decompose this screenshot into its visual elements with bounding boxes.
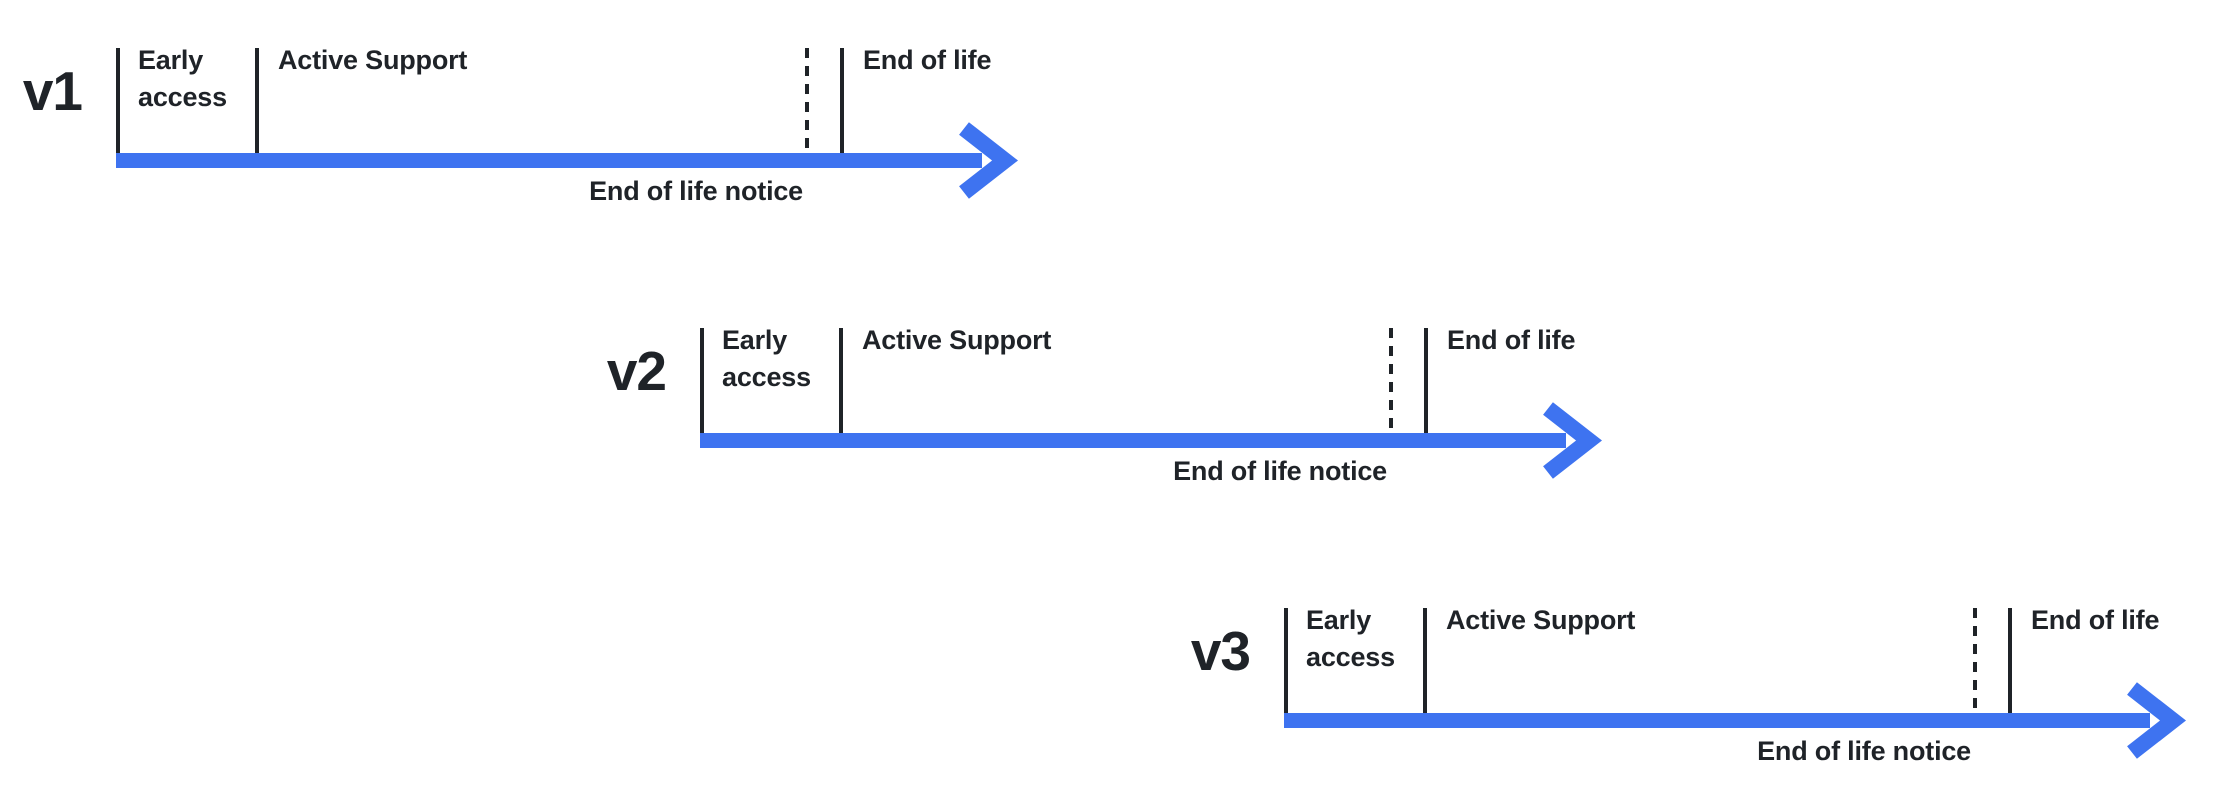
timeline-v1: v1 Early access Active Support End of li… [23,45,1058,218]
timeline-arrow-shaft [1284,713,2150,728]
timeline-graphic [700,328,1603,479]
early-access-label: Early access [722,325,811,392]
timeline-arrow-head [2127,682,2187,759]
end-of-life-label: End of life [863,45,992,75]
timeline-arrow-head [959,122,1019,199]
active-support-label: Active Support [278,45,468,75]
version-label: v2 [606,340,667,402]
version-label: v3 [1190,620,1251,682]
early-access-label: Early access [138,45,227,112]
version-label: v1 [22,60,83,122]
active-support-label: Active Support [1446,605,1636,635]
timeline-v2: v2 Early access Active Support End of li… [607,325,1642,498]
end-of-life-notice-label: End of life notice [1173,456,1387,486]
early-access-label: Early access [1306,605,1395,672]
end-of-life-notice-label: End of life notice [1757,736,1971,766]
active-support-label: Active Support [862,325,1052,355]
timeline-v3: v3 Early access Active Support End of li… [1191,605,2226,778]
timeline-arrow-shaft [116,153,982,168]
end-of-life-notice-label: End of life notice [589,176,803,206]
timeline-arrow-head [1543,402,1603,479]
timeline-arrow-shaft [700,433,1566,448]
timeline-graphic [116,48,1019,199]
end-of-life-label: End of life [2031,605,2160,635]
timeline-graphic [1284,608,2187,759]
end-of-life-label: End of life [1447,325,1576,355]
